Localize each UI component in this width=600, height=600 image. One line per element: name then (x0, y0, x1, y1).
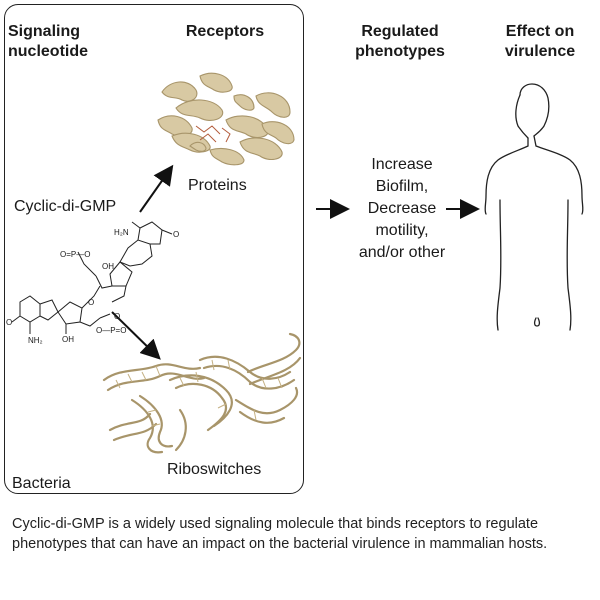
header-signaling-nucleotide: Signaling nucleotide (8, 23, 89, 60)
atom-p1: O=P—O (60, 250, 91, 259)
bacteria-compartment (4, 4, 304, 494)
cyclic-di-gmp-structure (11, 221, 173, 334)
phenotype-line-3: Decrease (367, 200, 437, 217)
phenotype-line-1: Increase (371, 156, 433, 173)
header-regulated-phenotypes: Regulated phenotypes (355, 23, 445, 60)
phenotype-list: Increase Biofilm, Decrease motility, and… (352, 154, 452, 264)
atom-oh-2: OH (62, 335, 74, 344)
phenotype-line-4: motility, (375, 222, 429, 239)
atom-nh2: NH₂ (28, 336, 43, 345)
header-effect-on-virulence: Effect on virulence (504, 23, 576, 60)
figure-caption: Cyclic-di-GMP is a widely used signaling… (12, 516, 548, 552)
label-proteins: Proteins (188, 177, 247, 194)
riboswitch-structure-image (102, 332, 302, 454)
arrow-to-riboswitches (111, 311, 161, 360)
label-riboswitches: Riboswitches (167, 461, 262, 478)
riboswitch-rungs (115, 359, 283, 427)
protein-structure-image (157, 72, 295, 166)
atom-o-left: O (6, 318, 13, 327)
atom-p2: O—P=O (96, 326, 127, 335)
atom-o-p2: O (114, 312, 121, 321)
header-receptors: Receptors (185, 23, 265, 40)
label-cyclic-di-gmp: Cyclic-di-GMP (14, 198, 117, 215)
human-host-figure (484, 83, 584, 331)
phenotype-line-5: and/or other (358, 244, 446, 261)
label-bacteria: Bacteria (12, 475, 71, 492)
atom-oh: OH (102, 262, 114, 271)
atom-h2n-top: H₂N (114, 228, 129, 237)
phenotype-line-2: Biofilm, (375, 178, 429, 195)
arrow-to-proteins (139, 164, 174, 213)
ligand-sticks (195, 125, 231, 143)
atom-o-top: O (173, 230, 180, 239)
atom-o-bottom: O (88, 298, 95, 307)
